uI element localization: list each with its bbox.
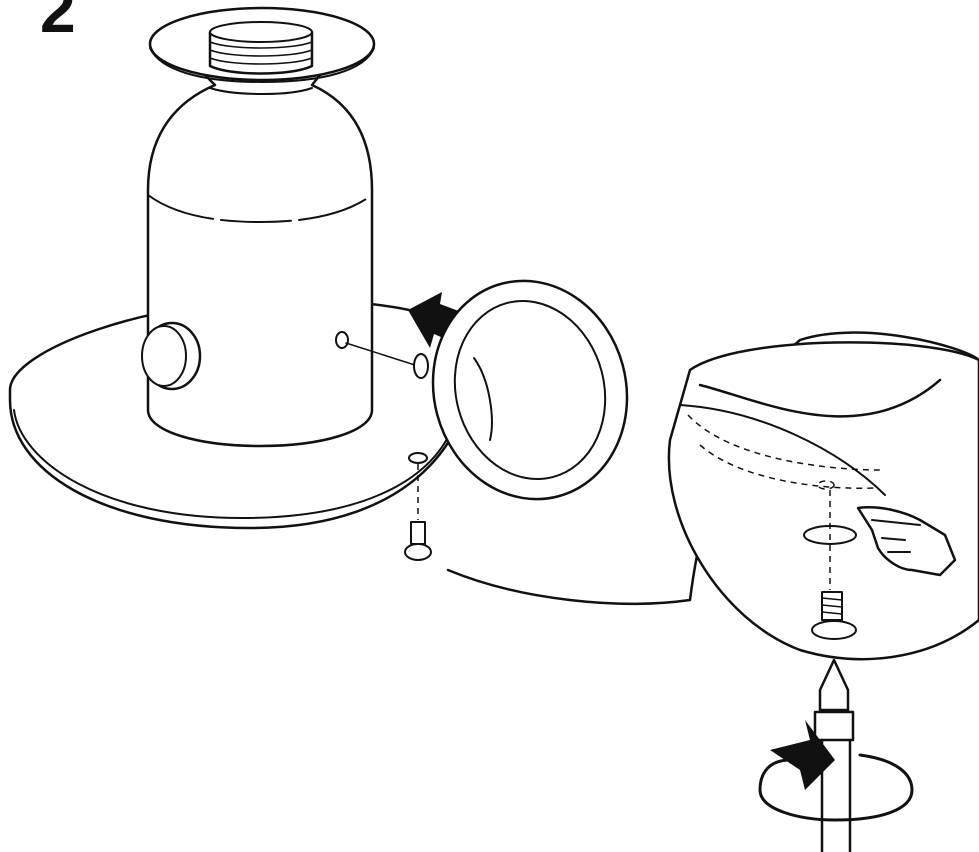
detail-magnifier-circle bbox=[446, 331, 979, 661]
pointing-hand-icon bbox=[856, 506, 957, 577]
base-screw bbox=[404, 521, 432, 561]
retaining-ring bbox=[431, 279, 629, 501]
washer bbox=[408, 452, 428, 520]
lamp-body bbox=[146, 73, 374, 448]
rotate-clockwise-icon bbox=[758, 720, 914, 822]
step-number: 2 bbox=[40, 0, 76, 46]
side-knob bbox=[141, 321, 202, 391]
threaded-neck bbox=[208, 21, 314, 75]
side-screw bbox=[335, 331, 429, 379]
